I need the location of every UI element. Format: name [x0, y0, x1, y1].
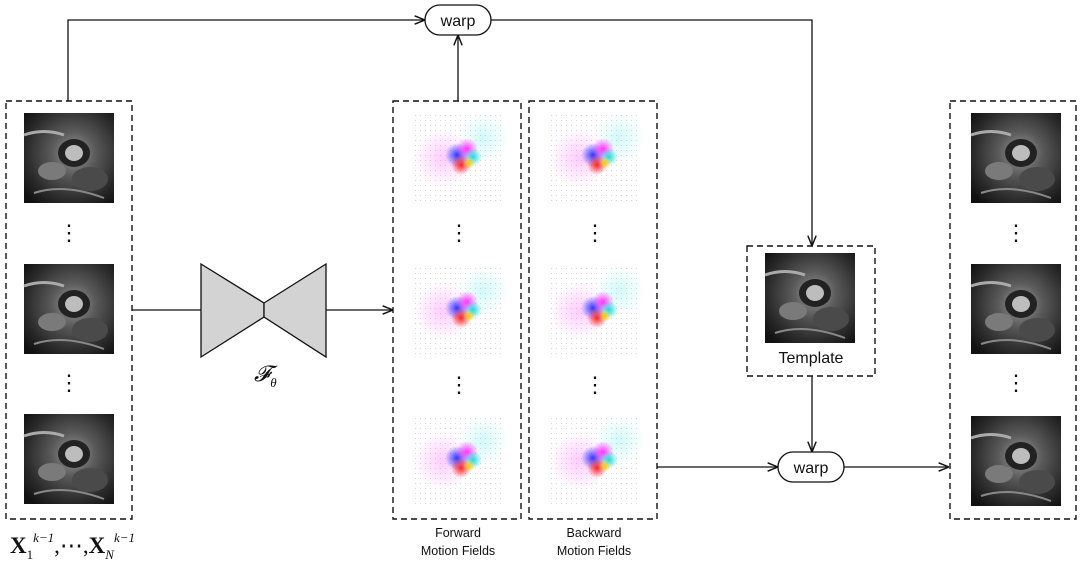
forward-ellipsis-2: ⋮ [448, 372, 470, 397]
output-frame-first [969, 111, 1063, 205]
output-ellipsis-1: ⋮ [1005, 220, 1027, 245]
backward-ellipsis-2: ⋮ [584, 372, 606, 397]
forward-field-middle [413, 266, 508, 356]
warp-bottom-label: warp [793, 460, 829, 477]
backward-caption-line1: Backward [567, 526, 622, 540]
template-label: Template [779, 350, 844, 367]
input-label-sup-first: k−1 [33, 530, 54, 545]
input-label: X1k−1,⋯,XNk−1 [10, 530, 135, 562]
backward-fields-box [528, 100, 658, 520]
output-frame-middle [969, 262, 1063, 356]
backward-field-last [549, 416, 644, 506]
network-subscript: θ [270, 375, 277, 390]
forward-ellipsis-1: ⋮ [448, 220, 470, 245]
input-label-sub-last: N [104, 547, 115, 562]
forward-caption-line2: Motion Fields [421, 544, 495, 558]
output-ellipsis-2: ⋮ [1005, 370, 1027, 395]
template-image [763, 251, 857, 345]
input-label-xn: X [89, 533, 106, 558]
edge-warp-top-to-template [491, 19, 812, 245]
backward-ellipsis-1: ⋮ [584, 220, 606, 245]
warp-top-label: warp [440, 13, 476, 30]
input-frame-first [22, 111, 116, 205]
network-label: 𝓕θ [254, 361, 278, 390]
input-label-sup-last: k−1 [114, 530, 135, 545]
input-label-sub-first: 1 [27, 547, 34, 562]
network-shape-right [263, 262, 327, 359]
output-frame-last [969, 414, 1063, 508]
backward-caption-line2: Motion Fields [557, 544, 631, 558]
template-box [746, 245, 876, 377]
warp-top-node [424, 4, 492, 36]
output-frames-box [949, 100, 1077, 520]
input-frame-middle [22, 262, 116, 356]
input-label-dots: ,⋯, [54, 533, 89, 558]
network-shape [200, 262, 265, 359]
forward-field-last [413, 416, 508, 506]
input-frame-last [22, 412, 116, 506]
input-ellipsis-1: ⋮ [58, 220, 80, 245]
backward-field-middle [549, 266, 644, 356]
forward-fields-box [392, 100, 522, 520]
backward-field-first [549, 113, 644, 203]
forward-field-first [413, 113, 508, 203]
input-label-x1: X [10, 533, 27, 558]
input-ellipsis-2: ⋮ [58, 370, 80, 395]
forward-caption-line1: Forward [435, 526, 481, 540]
edge-input-to-warp-top [67, 20, 424, 101]
